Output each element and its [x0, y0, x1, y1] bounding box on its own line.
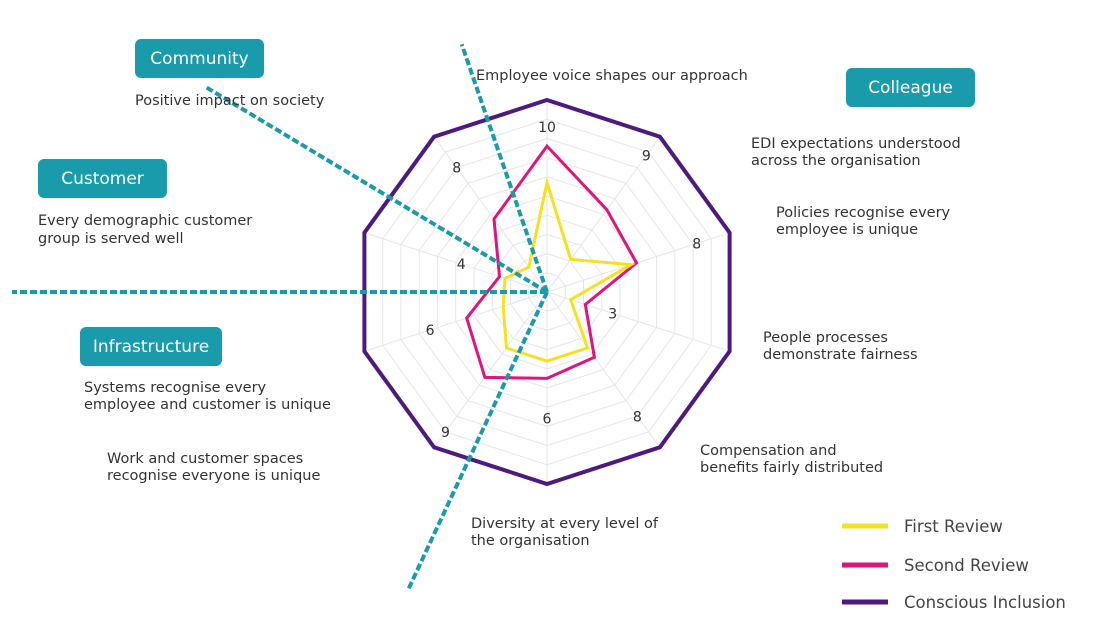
- spoke-label: employee and customer is unique: [84, 397, 331, 413]
- series-second-review: [465, 143, 639, 380]
- value-label: 4: [457, 257, 466, 273]
- value-label: 10: [538, 120, 556, 136]
- value-label: 8: [452, 161, 461, 177]
- pillar-customer-badge: [38, 159, 167, 198]
- legend-label-second-review: Second Review: [904, 556, 1029, 575]
- grid-spoke: [546, 232, 730, 293]
- pillar-divider-line: [203, 84, 549, 294]
- pillar-divider-line: [459, 43, 549, 293]
- grid-spoke: [433, 291, 548, 448]
- spoke-label: Policies recognise every: [776, 205, 951, 221]
- radar-grid: [364, 100, 730, 484]
- pillar-infrastructure-label: Infrastructure: [93, 337, 209, 357]
- pillar-community: Community Positive impact on society: [135, 39, 325, 109]
- series-first-review: [501, 176, 636, 363]
- value-label: 6: [543, 412, 552, 428]
- pillar-customer-description-line-2: group is served well: [38, 231, 184, 247]
- legend-label-conscious-inclusion: Conscious Inclusion: [904, 593, 1066, 612]
- spoke-label: Systems recognise every: [84, 380, 267, 396]
- pillar-customer-label: Customer: [61, 169, 144, 189]
- spoke-label: Compensation and: [700, 443, 837, 459]
- pillar-community-label: Community: [150, 49, 248, 69]
- value-label: 8: [692, 236, 701, 252]
- grid-spoke: [546, 291, 661, 448]
- pillar-community-description: Positive impact on society: [135, 93, 325, 109]
- value-labels: 10 9 8 3 8 6 9 6 4 8: [426, 120, 702, 441]
- value-label: 3: [608, 306, 617, 322]
- value-label: 6: [426, 323, 435, 339]
- spoke-label: across the organisation: [751, 153, 921, 169]
- value-label: 9: [642, 148, 651, 164]
- legend-label-first-review: First Review: [904, 517, 1003, 536]
- pillar-colleague-badge: [846, 68, 975, 107]
- spoke-label: demonstrate fairness: [763, 347, 918, 363]
- spoke-label: Work and customer spaces: [107, 451, 303, 467]
- pillar-community-badge: [135, 39, 264, 78]
- radar-series: [362, 97, 732, 487]
- value-label: 9: [441, 425, 450, 441]
- pillar-colleague: Colleague: [846, 68, 975, 107]
- spoke-label: benefits fairly distributed: [700, 460, 883, 476]
- value-label: 8: [633, 409, 642, 425]
- grid-spoke: [546, 291, 730, 352]
- legend: First Review Second Review Conscious Inc…: [842, 517, 1066, 612]
- spoke-label: employee is unique: [776, 222, 918, 238]
- spoke-label: the organisation: [471, 533, 590, 549]
- spoke-label: EDI expectations understood: [751, 136, 961, 152]
- grid-spoke: [546, 136, 661, 293]
- series-conscious-inclusion: [362, 97, 732, 487]
- pillar-dividers: [12, 43, 549, 592]
- pillar-divider-line: [405, 291, 549, 592]
- spoke-label: recognise everyone is unique: [107, 468, 320, 484]
- grid-spoke: [433, 136, 548, 293]
- pillar-colleague-label: Colleague: [868, 78, 953, 98]
- spoke-label: People processes: [763, 330, 888, 346]
- grid-spoke: [364, 291, 548, 352]
- pillar-infrastructure-badge: [80, 327, 222, 366]
- pillar-customer: Customer Every demographic customer grou…: [38, 159, 252, 247]
- pillar-infrastructure: Infrastructure: [80, 327, 222, 366]
- grid-spoke: [364, 232, 548, 293]
- pillar-customer-description-line-1: Every demographic customer: [38, 213, 252, 229]
- spoke-label: Diversity at every level of: [471, 516, 659, 532]
- spoke-label: Employee voice shapes our approach: [476, 68, 748, 84]
